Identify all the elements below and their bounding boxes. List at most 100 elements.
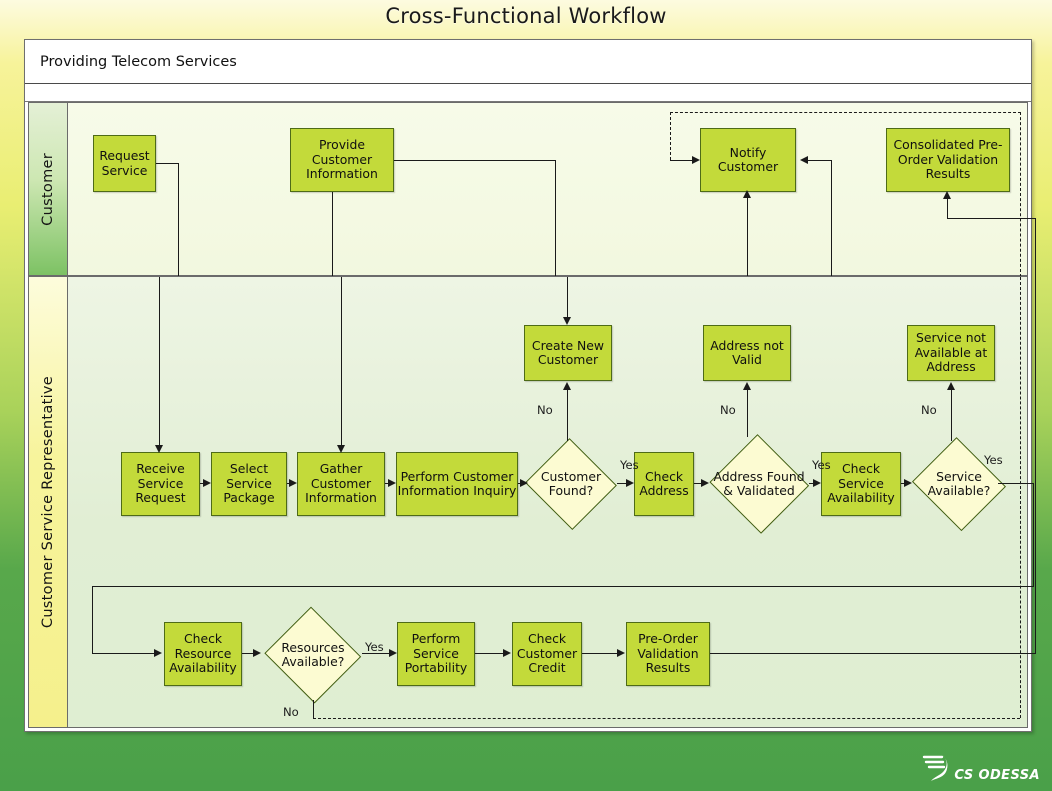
edge-dashed-return-right [1020,112,1021,277]
node-select-service-package[interactable]: Select Service Package [211,452,287,516]
edge-label-resources-yes: Yes [365,640,384,654]
node-service-not-available-at-address[interactable]: Service not Available at Address [907,325,995,381]
swimlane-label-csr: Customer Service Representative [40,375,56,629]
node-notify-customer[interactable]: Notify Customer [700,128,796,192]
node-gather-customer-information[interactable]: Gather Customer Information [297,452,385,516]
edge-request-service-out [156,163,179,165]
node-label: Consolidated Pre-Order Validation Result… [893,137,1003,182]
swimlane-container: Customer Request Service Provide Custome… [28,102,1037,728]
node-perform-service-portability[interactable]: Perform Service Portability [397,622,475,686]
arrow-into-check-resource-availability [154,649,162,657]
node-consolidated-pre-order-validation-results[interactable]: Consolidated Pre-Order Validation Result… [886,128,1010,192]
decision-label: Customer Found? [540,468,602,498]
edge-service-yes-down2 [92,586,94,654]
edge-provide-info-down2 [332,192,334,277]
edge-service-not-available-up [831,160,833,277]
brand-logo: CS ODESSA [922,753,1040,783]
decision-address-found-validated[interactable]: Address Found & Validated [709,434,809,534]
swimlane-csr: Customer Service Representative Receive … [28,276,1037,728]
node-label: Address not Valid [710,337,784,367]
node-pre-order-validation-results[interactable]: Pre-Order Validation Results [626,622,710,686]
edge-check-service-to-decision [901,483,906,485]
decision-customer-found[interactable]: Customer Found? [525,438,617,530]
arrow-into-consolidated [943,191,951,199]
edge-dashed-return-left [670,112,671,160]
edge-address-not-valid-up [747,196,749,277]
arrow-into-address-not-valid [743,382,751,390]
edge-address-yes [809,483,814,485]
arrow-into-customer-found [520,479,528,487]
edge-portability-to-credit [475,653,504,655]
arrow-into-gather [289,479,297,487]
arrow-into-resources-decision [253,649,261,657]
arrow-into-notify-right [800,156,808,164]
arrow-into-pre-order-validation-results [617,649,625,657]
edge-to-receive [159,277,161,447]
arrow-into-create-new-customer-top [563,317,571,325]
arrow-into-create-new-customer [563,382,571,390]
edge-dashed-right-up [1020,277,1021,718]
node-perform-customer-information-inquiry[interactable]: Perform Customer Information Inquiry [396,452,518,516]
edge-dashed-return-top [670,112,1021,113]
arrow-into-perform-service-portability [389,649,397,657]
node-label: Check Address [639,468,689,498]
node-label: Check Customer Credit [516,631,578,676]
node-address-not-valid[interactable]: Address not Valid [703,325,791,381]
edge-receive-to-select [200,483,204,485]
edge-label-customer-found-no: No [537,403,553,417]
decision-service-available[interactable]: Service Available? [911,437,1007,531]
swimlane-body-customer: Request Service Provide Customer Informa… [68,102,1037,277]
arrow-into-service-not-available [947,382,955,390]
edge-label-address-yes: Yes [812,458,831,472]
edge-customer-found-yes [617,483,628,485]
node-label: Pre-Order Validation Results [637,631,699,676]
arrow-into-notify-bottom [743,190,751,198]
swimlane-label-customer: Customer [40,152,56,226]
arrow-into-notify-left [692,156,700,164]
swimlane-header-csr: Customer Service Representative [28,276,68,728]
node-label: Notify Customer [717,144,779,174]
arrow-into-gather-customer-information [337,445,345,453]
swimlane-body-csr: Receive Service Request Select Service P… [68,276,1037,728]
edge-label-service-no: No [921,403,937,417]
edge-check-address-to-decision [694,483,702,485]
node-check-resource-availability[interactable]: Check Resource Availability [164,622,242,686]
node-label: Request Service [99,148,150,178]
edge-to-gather [341,277,343,447]
workflow-card: Providing Telecom Services Customer Requ… [24,39,1037,732]
edge-dashed-return-into-notify [670,160,692,162]
node-check-customer-credit[interactable]: Check Customer Credit [512,622,582,686]
swimlane-header-customer: Customer [28,102,68,276]
node-label: Perform Customer Information Inquiry [397,468,517,498]
decision-resources-available[interactable]: Resources Available? [264,606,362,704]
edge-results-right [710,653,1036,655]
node-create-new-customer[interactable]: Create New Customer [524,325,612,381]
edge-results-up [1035,277,1037,654]
edge-service-no [951,389,953,441]
decision-label: Service Available? [927,468,991,498]
node-label: Provide Customer Information [306,137,378,182]
node-receive-service-request[interactable]: Receive Service Request [121,452,200,516]
edge-label-service-yes: Yes [984,453,1003,467]
node-provide-customer-information[interactable]: Provide Customer Information [290,128,394,192]
node-label: Check Service Availability [827,461,895,506]
decision-label: Address Found & Validated [713,468,805,498]
node-check-service-availability[interactable]: Check Service Availability [821,452,901,516]
edge-service-yes-down [1033,483,1035,587]
node-check-address[interactable]: Check Address [634,452,694,516]
edge-gather-to-perform [385,483,389,485]
page-title: Cross-Functional Workflow [385,4,667,28]
edge-label-customer-found-yes: Yes [620,458,639,472]
arrow-into-check-customer-credit [503,649,511,657]
edge-select-to-gather [287,483,290,485]
edge-provide-info-out [394,160,556,162]
node-label: Gather Customer Information [305,461,377,506]
document-name: Providing Telecom Services [40,53,237,70]
edge-resources-yes [362,653,389,655]
node-label: Create New Customer [531,337,605,367]
node-request-service[interactable]: Request Service [93,135,156,192]
edge-service-yes-left [92,586,1034,588]
edge-consolidated-up [947,198,949,219]
arrow-into-select-service-package [203,479,211,487]
edge-request-service-down [178,163,180,277]
